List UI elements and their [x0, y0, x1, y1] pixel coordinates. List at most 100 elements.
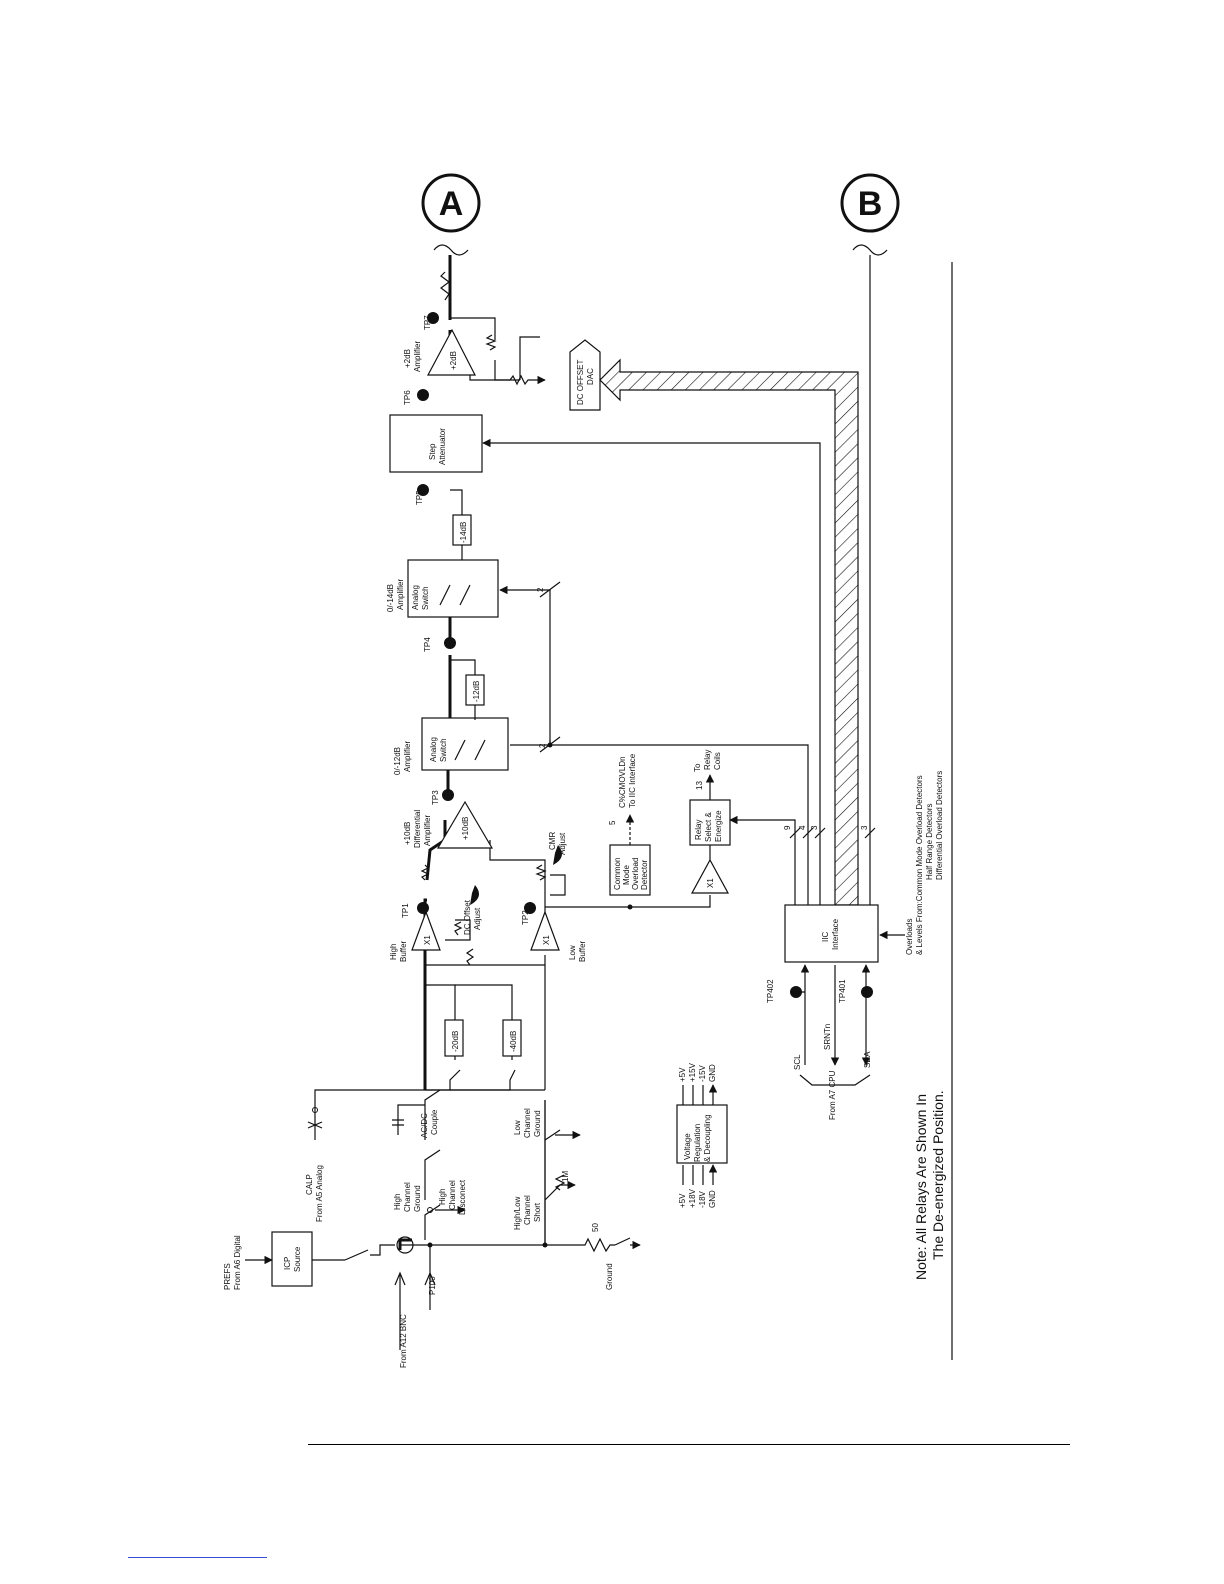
amp12-label-2: Amplifier — [403, 741, 412, 772]
overloads-label-4: Differential Overload Detectors — [935, 771, 944, 880]
volt-label-3: & Decoupling — [703, 1114, 712, 1162]
srqn-label: SRNTn — [823, 1024, 832, 1050]
hilo-label-3: Short — [533, 1202, 542, 1222]
amp14-label-1: 0/-14dB — [386, 584, 395, 612]
cmr-label-2: Adjust — [558, 832, 567, 855]
low-buffer-gain: X1 — [542, 935, 551, 945]
amplifier-14db: Analog Switch 0/-14dB Amplifier -14dB 2 — [386, 489, 561, 745]
bus3-label-a: 3 — [810, 825, 819, 830]
overloads-label-2: & Levels From:Common Mode Overload Detec… — [915, 775, 924, 955]
high-disconnect-label-3: Disconect — [458, 1179, 467, 1215]
relay-out-label-2: Relay — [703, 750, 712, 770]
iic-label-2: Interface — [831, 918, 840, 950]
r50-label: 50 — [591, 1223, 600, 1232]
icp-source-block: ICP Source PREFS From A6 Digital — [223, 1231, 395, 1290]
tp7-label: TP7 — [423, 315, 432, 330]
note-line-1: Note: All Relays Are Shown In — [913, 1094, 929, 1280]
cmod-label-1: Common — [613, 858, 622, 890]
volt-label-2: Regulation — [693, 1124, 702, 1162]
g14-label: -14dB — [459, 522, 468, 543]
input-section: From A12 BNC P100 50 Ground — [394, 1100, 641, 1368]
bus2-label-b: 2 — [536, 587, 545, 592]
calp-label: CALP — [305, 1174, 314, 1195]
tp3-label: TP3 — [431, 790, 440, 805]
relay-out-label-3: Coils — [713, 752, 722, 770]
low-buffer-label-1: Low — [568, 945, 577, 960]
connector-a: A — [421, 173, 481, 256]
vin-label-1: +5V — [678, 1193, 687, 1208]
high-buffer-label-2: Buffer — [399, 940, 408, 962]
hatched-data-bus — [599, 358, 859, 906]
low-ground-label-3: Ground — [533, 1110, 542, 1137]
diff-label-3: Amplifier — [423, 815, 432, 846]
common-mode-detector: Common Mode Overload Detector 5 C%CMOVLD… — [608, 753, 651, 896]
high-ground-label-2: Channel — [403, 1182, 412, 1212]
ground-label: Ground — [605, 1263, 614, 1290]
amplifier-12db: Analog Switch 0/-12dB Amplifier -12dB 2 — [393, 659, 809, 905]
vout-label-1: +5V — [678, 1067, 687, 1082]
footer-link-underline — [128, 1557, 267, 1558]
iic-label-1: IIC — [821, 932, 830, 942]
icp-label-1: ICP — [283, 1257, 292, 1270]
footer-rule — [308, 1444, 1070, 1445]
cmr-label-1: CMR — [548, 832, 557, 850]
overloads-label-3: Half Range Detectors — [925, 804, 934, 880]
relay-out-label-1: To — [693, 763, 702, 772]
tp5-label: TP5 — [415, 490, 424, 505]
step-attenuator: Step Attenuator — [389, 414, 821, 905]
high-disconnect-label-2: Channel — [448, 1180, 457, 1210]
dc-offset-label-1: DC Offset — [463, 899, 472, 935]
vin-label-2: +18V — [688, 1188, 697, 1208]
test-points: TP1 TP2 TP3 TP4 TP5 TP6 TP7 TP402 TP401 — [401, 312, 873, 1003]
relay-label-1: Relay — [694, 820, 703, 840]
note-line-2: The De-energized Position. — [930, 1090, 946, 1260]
step-label-1: Step — [428, 443, 437, 460]
vout-label-3: -15V — [698, 1064, 707, 1082]
bus13-label: 13 — [695, 781, 704, 790]
low-ground-label-2: Channel — [523, 1108, 532, 1138]
relay-label-3: Energize — [714, 810, 723, 842]
low-ground-label-1: Low — [513, 1120, 522, 1135]
high-buffer-label-1: High — [389, 944, 398, 960]
diff-label-1: +10dB — [403, 822, 412, 845]
diff-label-2: Differential — [413, 810, 422, 848]
amp2-gain-label: +2dB — [449, 351, 458, 370]
volt-label-1: Voltage — [683, 1133, 692, 1160]
p100-label: P100 — [428, 1276, 437, 1295]
tp401-label: TP401 — [838, 979, 847, 1003]
r1m-label: 1M — [561, 1171, 570, 1182]
vin-label-4: GND — [708, 1190, 717, 1208]
acdc-label-1: AC/DC — [420, 1113, 429, 1138]
high-disconnect-label-1: High — [438, 1189, 447, 1205]
dac-label-2: DAC — [586, 368, 595, 385]
hilo-label-1: High/Low — [513, 1196, 522, 1230]
vin-label-3: -18V — [698, 1190, 707, 1208]
prefs-from-label: From A6 Digital — [233, 1235, 242, 1290]
att40-label: -40dB — [509, 1031, 518, 1052]
bus2-label-a: 2 — [538, 743, 547, 748]
acdc-label-2: Couple — [430, 1109, 439, 1135]
buffers: X1 High Buffer DC Offset Adjust X1 Low B… — [389, 832, 711, 962]
step-label-2: Attenuator — [438, 428, 447, 465]
cmovl-label-1: C%CMOVLDn — [618, 756, 627, 808]
tp402-label: TP402 — [766, 979, 775, 1003]
dc-offset-dac: DC OFFSET DAC — [569, 339, 601, 411]
amp12-label-1: 0/-12dB — [393, 747, 402, 775]
relay-note: Note: All Relays Are Shown In The De-ene… — [913, 1090, 946, 1280]
vout-label-4: GND — [708, 1064, 717, 1082]
tp1-label: TP1 — [401, 903, 410, 918]
prefs-label: PREFS — [223, 1263, 232, 1290]
low-channel: 1M High/Low Channel Short Low Channel Gr… — [425, 948, 580, 1245]
att20-label: -20dB — [451, 1031, 460, 1052]
high-buffer-gain: X1 — [423, 935, 432, 945]
bus-ticks: 9 4 3 3 — [783, 825, 876, 839]
high-ground-label-3: Ground — [413, 1185, 422, 1212]
input-attenuators: -20dB -40dB — [425, 984, 522, 1091]
tp4-label: TP4 — [423, 637, 432, 652]
hilo-label-2: Channel — [523, 1195, 532, 1225]
relay-x1-gain: X1 — [706, 878, 715, 888]
sw12-label-2: Switch — [439, 738, 448, 762]
amp2-label-1: +2dB — [403, 349, 412, 368]
bus5-label: 5 — [608, 820, 617, 825]
a7cpu-label: From A7 CPU — [828, 1070, 837, 1120]
